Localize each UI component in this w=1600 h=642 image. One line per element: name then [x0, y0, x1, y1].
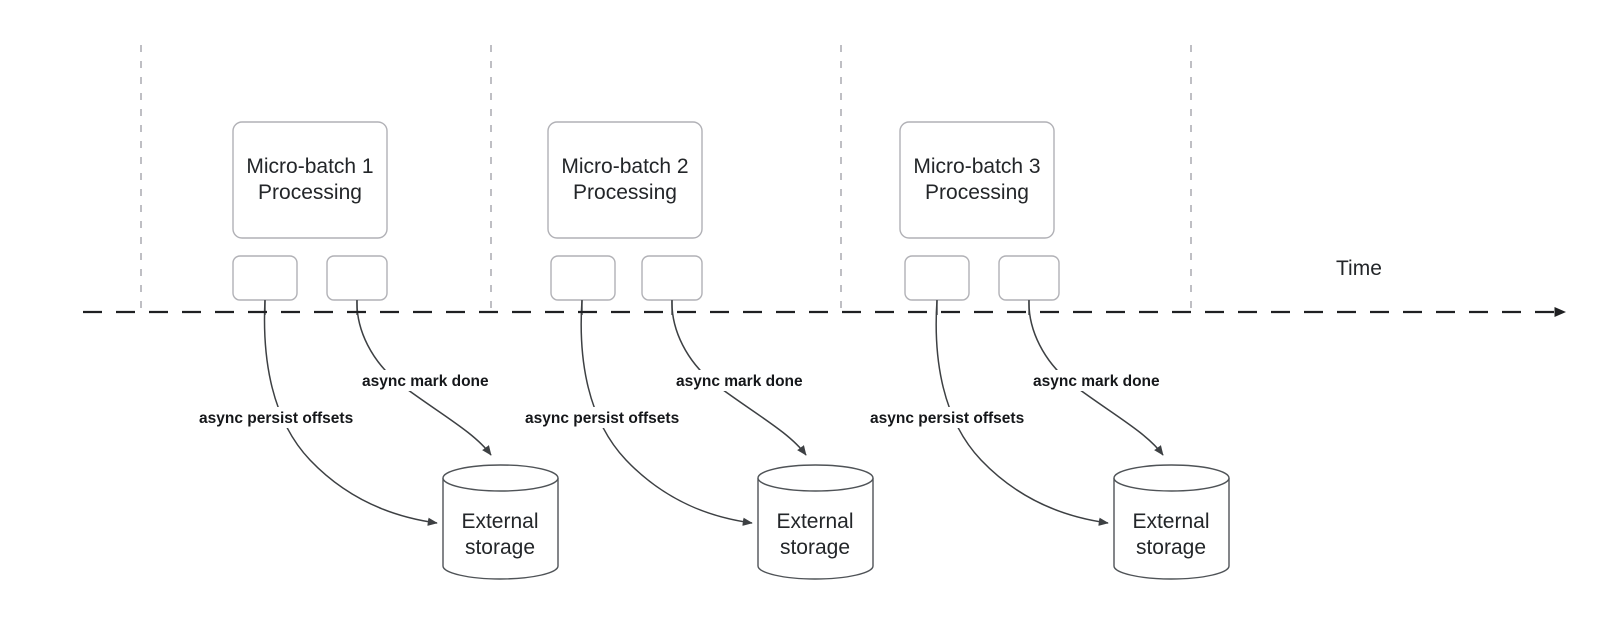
task-box-3b[interactable]	[998, 255, 1060, 301]
edge-persist-offsets-2	[580, 299, 753, 526]
micro-batch-group-1: Micro-batch 1 Processing External storag…	[193, 121, 559, 580]
external-storage-3-label-line2: storage	[1136, 536, 1206, 559]
time-axis: Time	[83, 257, 1566, 317]
time-axis-label: Time	[1336, 257, 1382, 280]
micro-batch-1-label-line1: Micro-batch 1	[246, 155, 373, 178]
micro-batch-3-label-line2: Processing	[925, 181, 1029, 204]
micro-batch-1-label-line2: Processing	[258, 181, 362, 204]
external-storage-3-label-line1: External	[1132, 510, 1209, 533]
external-storage-1[interactable]	[442, 464, 559, 580]
edge-label-mark-done-3: async mark done	[1033, 373, 1160, 390]
micro-batch-group-2: Micro-batch 2 Processing External storag…	[519, 121, 874, 580]
edge-label-plate-2a	[519, 407, 701, 428]
external-storage-2-label-line2: storage	[780, 536, 850, 559]
micro-batch-3-box[interactable]	[899, 121, 1055, 239]
edge-label-plate-1a	[193, 407, 375, 428]
task-box-1a[interactable]	[232, 255, 298, 301]
edge-persist-offsets-1	[263, 299, 438, 526]
micro-batch-group-3: Micro-batch 3 Processing External storag…	[864, 121, 1230, 580]
external-storage-2[interactable]	[757, 464, 874, 580]
edge-label-plate-3b	[1027, 370, 1175, 391]
edge-label-mark-done-2: async mark done	[676, 373, 803, 390]
micro-batch-2-label-line1: Micro-batch 2	[561, 155, 688, 178]
task-box-2a[interactable]	[550, 255, 616, 301]
external-storage-3[interactable]	[1113, 464, 1230, 580]
task-box-1b[interactable]	[326, 255, 388, 301]
edge-label-mark-done-1: async mark done	[362, 373, 489, 390]
micro-batch-1-box[interactable]	[232, 121, 388, 239]
edge-label-persist-offsets-1: async persist offsets	[199, 410, 353, 427]
edge-label-plate-2b	[670, 370, 818, 391]
timeline-boundary-rules	[140, 45, 1192, 310]
task-box-2b[interactable]	[641, 255, 703, 301]
external-storage-1-label-line2: storage	[465, 536, 535, 559]
micro-batch-2-box[interactable]	[547, 121, 703, 239]
micro-batch-2-label-line2: Processing	[573, 181, 677, 204]
edge-label-persist-offsets-2: async persist offsets	[525, 410, 679, 427]
edge-label-plate-1b	[356, 370, 504, 391]
edge-label-persist-offsets-3: async persist offsets	[870, 410, 1024, 427]
external-storage-1-label-line1: External	[461, 510, 538, 533]
micro-batch-3-label-line1: Micro-batch 3	[913, 155, 1040, 178]
edge-persist-offsets-3	[935, 299, 1109, 526]
external-storage-2-label-line1: External	[776, 510, 853, 533]
task-box-3a[interactable]	[904, 255, 970, 301]
edge-label-plate-3a	[864, 407, 1046, 428]
